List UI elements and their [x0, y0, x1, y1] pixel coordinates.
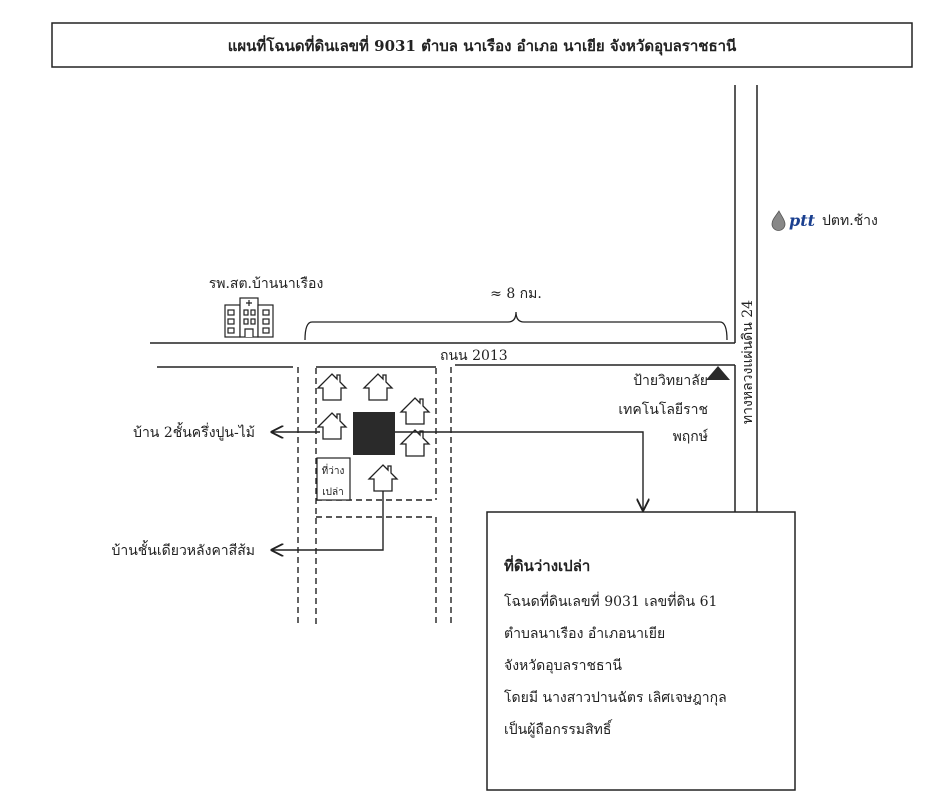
- title-box: แผนที่โฉนดที่ดินเลขที่ 9031 ตำบล นาเรือง…: [51, 22, 913, 68]
- subject-plot: [353, 412, 395, 455]
- info-line: โฉนดที่ดินเลขที่ 9031 เลขที่ดิน 61: [504, 592, 717, 610]
- distance-brace: [304, 311, 728, 341]
- distance-label: ≈ 8 กม.: [490, 286, 542, 302]
- vacant-lot-line: ที่ว่าง: [322, 463, 345, 477]
- house-icon: [400, 429, 430, 457]
- single-storey-house-label: บ้านชั้นเดียวหลังคาสีส้ม: [111, 540, 255, 559]
- house-icon: [368, 464, 398, 492]
- ptt-station: ptt ปตท.ช้าง: [771, 210, 878, 231]
- vacant-lot: ที่ว่าง เปล่า: [316, 457, 351, 501]
- vacant-lot-line: เปล่า: [322, 487, 344, 498]
- college-sign-triangle-icon: [706, 366, 730, 380]
- hospital-icon: [224, 297, 274, 338]
- highway-24: [734, 85, 758, 512]
- info-line: เป็นผู้ถือกรรมสิทธิ์: [504, 719, 613, 738]
- info-box: ที่ดินว่างเปล่า โฉนดที่ดินเลขที่ 9031 เล…: [486, 511, 796, 791]
- ptt-logo: ptt: [789, 211, 816, 230]
- info-line: จังหวัดอุบลราชธานี: [504, 658, 622, 674]
- house-icon: [317, 373, 347, 401]
- road-2013: [150, 342, 735, 368]
- two-storey-house-label: บ้าน 2ชั้นครึ่งปูน-ไม้: [133, 422, 255, 441]
- house-icon: [400, 397, 430, 425]
- hospital-label: รพ.สต.บ้านนาเรือง: [209, 276, 324, 292]
- map-title: แผนที่โฉนดที่ดินเลขที่ 9031 ตำบล นาเรือง…: [228, 35, 737, 56]
- info-line: โดยมี นางสาวปานฉัตร เลิศเจษฎากุล: [504, 689, 727, 706]
- college-label-line: พฤกษ์: [673, 428, 709, 445]
- info-line: ตำบลนาเรือง อำเภอนาเยีย: [504, 626, 665, 642]
- house-icon: [317, 412, 347, 440]
- highway-label: ทางหลวงแผ่นดิน 24: [740, 300, 756, 424]
- college-label-line: เทคโนโลยีราช: [618, 401, 708, 418]
- college-label-line: ป้ายวิทยาลัย: [633, 373, 708, 389]
- ptt-flame-icon: [771, 210, 786, 231]
- road-label: ถนน 2013: [440, 348, 508, 364]
- info-heading: ที่ดินว่างเปล่า: [504, 555, 590, 575]
- ptt-label: ปตท.ช้าง: [822, 213, 878, 229]
- house-icon: [363, 373, 393, 401]
- pointer-arrows: [272, 432, 643, 550]
